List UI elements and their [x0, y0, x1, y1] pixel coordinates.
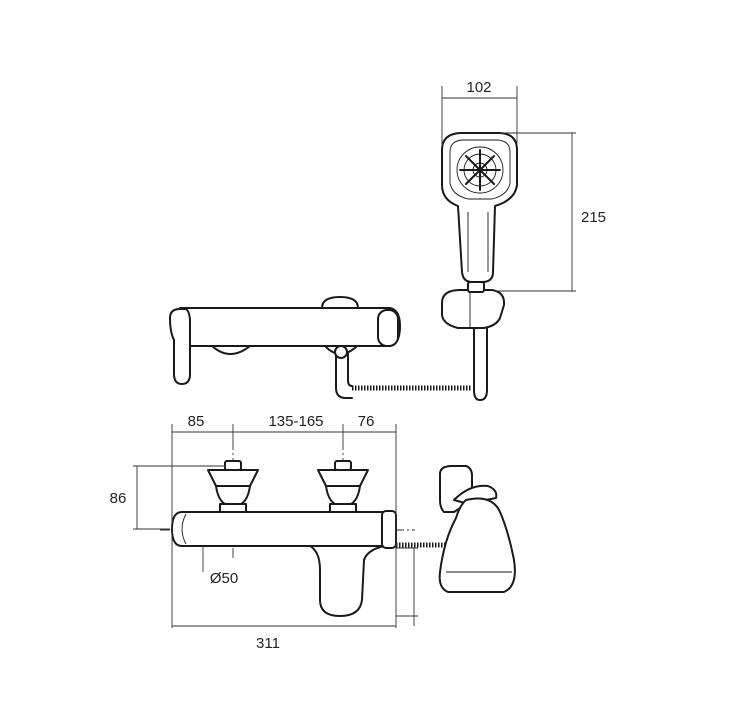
- mixer-body: [171, 511, 393, 547]
- shower-holder: [441, 281, 506, 329]
- dim-height: 86: [110, 490, 127, 507]
- dim-overall-length: 311: [256, 635, 280, 652]
- inlet-right: [317, 460, 369, 513]
- dimension-lines: [133, 86, 576, 628]
- hand-shower-head: [441, 132, 518, 283]
- dim-body-diameter: Ø50: [210, 570, 238, 587]
- mixer-top-body: [169, 296, 401, 385]
- inlet-left: [207, 460, 259, 513]
- top-view: [169, 132, 518, 401]
- dim-centers: 135-165: [268, 413, 323, 430]
- dim-right-offset: 76: [358, 413, 375, 430]
- hand-shower-front: [438, 465, 516, 593]
- dimension-labels: 102 215 85 135-165 76 86 Ø50 311: [110, 79, 606, 652]
- front-view: [160, 440, 516, 617]
- dim-handshower-width: 102: [466, 79, 491, 96]
- spout: [307, 527, 391, 617]
- dim-handshower-height: 215: [581, 209, 606, 226]
- dim-left-offset: 85: [188, 413, 205, 430]
